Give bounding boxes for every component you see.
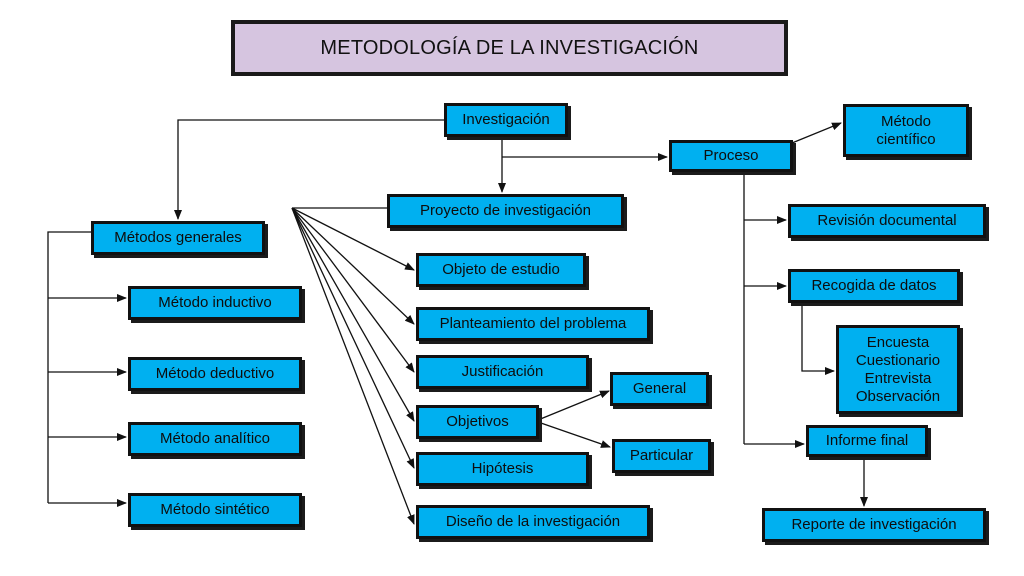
node-hipotesis: Hipótesis <box>416 452 589 486</box>
node-metodo-sintetico: Método sintético <box>128 493 302 527</box>
node-investigacion: Investigación <box>444 103 568 137</box>
edge-proceso-metodo-cientifico <box>791 122 842 144</box>
edge-fan-objetivos <box>291 207 415 422</box>
node-metodo-analitico: Método analítico <box>128 422 302 456</box>
edge-fan-diseno <box>291 207 415 525</box>
node-objeto-estudio: Objeto de estudio <box>416 253 586 287</box>
edge-fan-planteamiento <box>291 207 415 325</box>
node-metodo-deductivo: Método deductivo <box>128 357 302 391</box>
node-general: General <box>610 372 709 406</box>
edge-investigacion-metodos <box>174 119 444 220</box>
node-revision-documental: Revisión documental <box>788 204 986 238</box>
node-informe-final: Informe final <box>806 425 928 457</box>
node-metodo-inductivo: Método inductivo <box>128 286 302 320</box>
edge-fan-objeto <box>291 207 415 271</box>
node-particular: Particular <box>612 439 711 473</box>
node-metodo-cientifico: Método científico <box>843 104 969 157</box>
node-justificacion: Justificación <box>416 355 589 389</box>
node-instrumentos: Encuesta Cuestionario Entrevista Observa… <box>836 325 960 414</box>
node-metodos-generales: Métodos generales <box>91 221 265 255</box>
node-proyecto-investigacion: Proyecto de investigación <box>387 194 624 228</box>
edge-fan-justificacion <box>291 207 415 373</box>
node-planteamiento-problema: Planteamiento del problema <box>416 307 650 341</box>
node-proceso: Proceso <box>669 140 793 172</box>
edge-metodos-bus <box>47 231 91 503</box>
edge-objetivos-particular <box>537 421 611 448</box>
node-recogida-datos: Recogida de datos <box>788 269 960 303</box>
edge-fan-hipotesis <box>291 207 415 469</box>
node-reporte-investigacion: Reporte de investigación <box>762 508 986 542</box>
edge-recogida-instrumentos <box>801 303 835 375</box>
node-diseno-investigacion: Diseño de la investigación <box>416 505 650 539</box>
edge-objetivos-general <box>537 390 610 421</box>
diagram-title: METODOLOGÍA DE LA INVESTIGACIÓN <box>231 20 788 76</box>
node-objetivos: Objetivos <box>416 405 539 439</box>
